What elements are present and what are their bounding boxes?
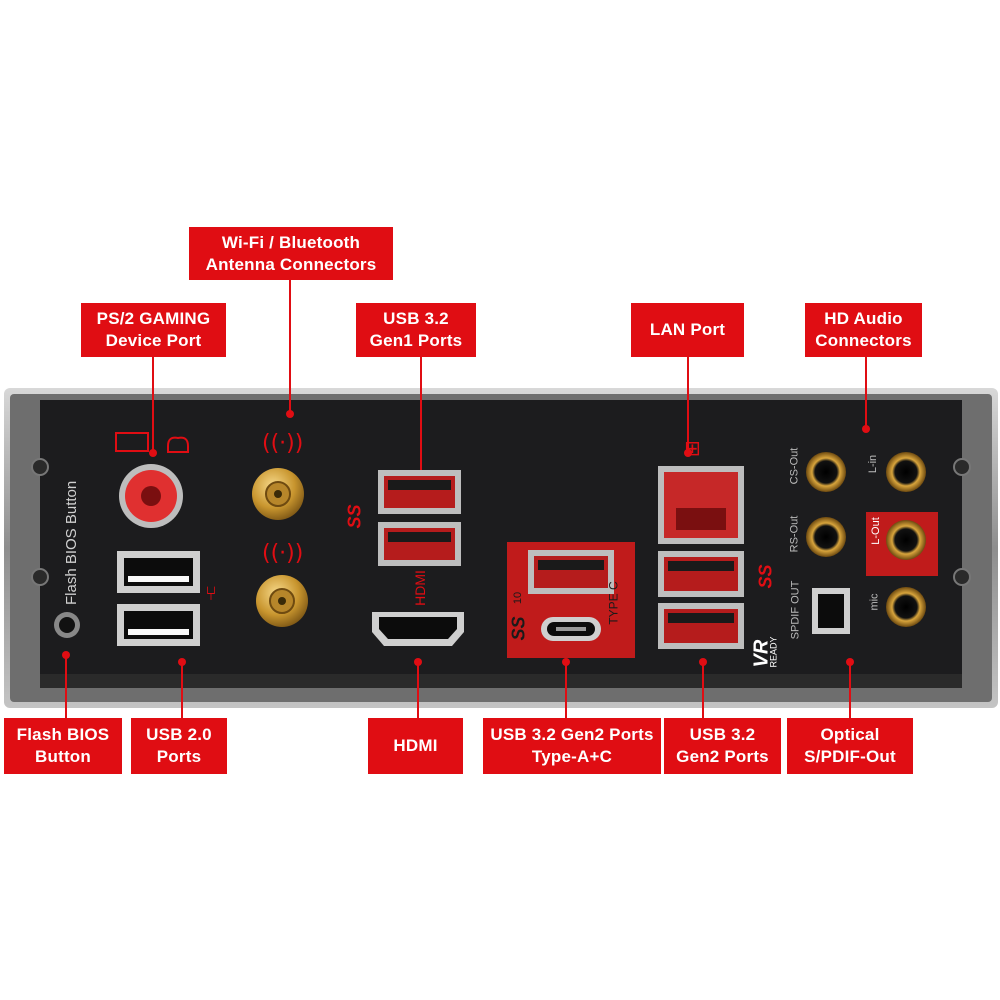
- spdif-out-label: SPDIF OUT: [789, 580, 802, 640]
- lead-hdmi: [417, 662, 419, 718]
- antenna-icon: ((·)): [262, 541, 303, 566]
- lead-flash: [65, 655, 67, 718]
- audio-jack-cs-out: [806, 452, 846, 492]
- l-in-label: L-in: [867, 454, 880, 474]
- type-c-panel-label: TYPE C: [606, 581, 621, 625]
- lead-hdaudio: [865, 357, 867, 429]
- ss-logo-gen2: SS: [755, 564, 776, 589]
- callout-hdmi: HDMI: [368, 718, 463, 774]
- lead-usb20: [181, 662, 183, 718]
- vr-text: VR: [750, 639, 773, 668]
- lead-usb32g2: [702, 662, 704, 718]
- lead-dot: [562, 658, 570, 666]
- callout-usb32-gen2: USB 3.2 Gen2 Ports: [664, 718, 781, 774]
- l-out-label: L-Out: [869, 517, 882, 545]
- lead-lan: [687, 357, 689, 452]
- callout-hd-audio: HD Audio Connectors: [805, 303, 922, 357]
- audio-jack-rs-out: [806, 517, 846, 557]
- audio-jack-l-in: [886, 452, 926, 492]
- screw-icon: [953, 568, 971, 586]
- lead-dot: [699, 658, 707, 666]
- hdmi-panel-label: HDMI: [411, 570, 428, 606]
- ss-logo-gen2-ac: SS: [508, 616, 529, 641]
- callout-wifi-bluetooth: Wi-Fi / Bluetooth Antenna Connectors: [189, 227, 393, 280]
- lead-dot: [846, 658, 854, 666]
- callout-usb32-gen2-type-ac: USB 3.2 Gen2 Ports Type-A+C: [483, 718, 661, 774]
- lead-dot: [149, 449, 157, 457]
- mouse-icon: [167, 436, 189, 453]
- callout-usb32-gen1: USB 3.2 Gen1 Ports: [356, 303, 476, 357]
- callout-ps2: PS/2 GAMING Device Port: [81, 303, 226, 357]
- lead-wifi: [289, 279, 291, 414]
- lead-dot: [62, 651, 70, 659]
- cs-out-label: CS-Out: [788, 447, 801, 485]
- lead-optical: [849, 662, 851, 718]
- keyboard-icon: [115, 432, 149, 452]
- vr-ready-logo: VR READY: [750, 636, 780, 668]
- screw-icon: [31, 458, 49, 476]
- mic-label: mic: [868, 593, 881, 611]
- ss-ten-label: 10: [512, 591, 525, 605]
- lead-usb32g2ac: [565, 662, 567, 718]
- lead-dot: [414, 658, 422, 666]
- callout-lan-port: LAN Port: [631, 303, 744, 357]
- audio-jack-l-out: [886, 520, 926, 560]
- screw-icon: [953, 458, 971, 476]
- audio-jack-mic: [886, 587, 926, 627]
- callout-usb20: USB 2.0 Ports: [131, 718, 227, 774]
- callout-flash-bios: Flash BIOS Button: [4, 718, 122, 774]
- antenna-icon: ((·)): [262, 431, 303, 456]
- rs-out-label: RS-Out: [788, 515, 801, 553]
- callout-optical-spdif: Optical S/PDIF-Out: [787, 718, 913, 774]
- usb-icon: ⑂: [205, 581, 217, 605]
- lead-dot: [286, 410, 294, 418]
- flash-bios-label: Flash BIOS Button: [63, 480, 80, 605]
- lead-ps2: [152, 357, 154, 452]
- lead-usb32g1: [420, 357, 422, 470]
- ready-text: READY: [768, 636, 779, 668]
- ss-logo-gen1: SS: [344, 504, 365, 529]
- lead-dot: [178, 658, 186, 666]
- lead-dot: [862, 425, 870, 433]
- lead-dot: [684, 449, 692, 457]
- screw-icon: [31, 568, 49, 586]
